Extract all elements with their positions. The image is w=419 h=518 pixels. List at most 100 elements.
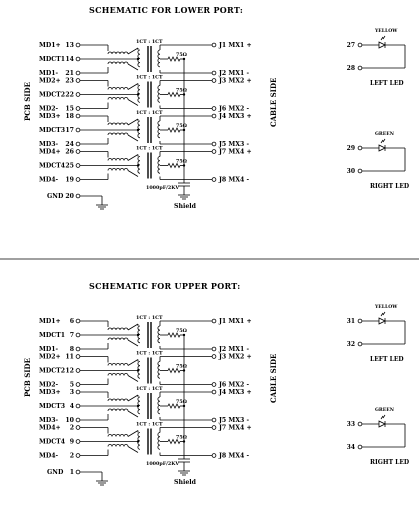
cable-pin-label: J2 MX1 - <box>218 346 249 353</box>
pin-pad <box>357 341 363 347</box>
choke-coil <box>107 87 129 90</box>
turns-ratio-label: 1CT : 1CT <box>136 351 163 357</box>
pin-pad <box>75 403 81 409</box>
left-pin-number: 13 <box>65 42 74 49</box>
cable-side-label: CABLE SIDE <box>269 354 278 403</box>
cable-pin-label: J8 MX4 - <box>218 453 249 460</box>
pin-pad <box>211 417 217 423</box>
left-pin-name: MD1+ <box>39 42 61 49</box>
resistor-value: 75Ω <box>176 328 188 334</box>
transformer-coil <box>157 325 161 344</box>
resistor <box>167 438 181 445</box>
choke-coil <box>107 168 129 171</box>
pin-pad <box>211 346 217 352</box>
transformer-coil <box>137 432 141 450</box>
led-color-label: GREEN <box>375 407 395 413</box>
choke-coil <box>107 373 129 376</box>
left-pin-name: MDCT1 <box>39 56 65 63</box>
light-emission-arrows <box>380 35 386 41</box>
pin-pad <box>211 106 217 111</box>
left-pin-number: 19 <box>65 177 74 184</box>
transformer-coil <box>157 432 161 450</box>
resistor-value: 75Ω <box>176 52 188 58</box>
pin-pad <box>357 168 363 174</box>
pin-pad <box>211 382 217 387</box>
left-pin-name: MDCT1 <box>39 332 65 339</box>
choke-coil <box>107 434 129 437</box>
choke-coil <box>107 408 129 412</box>
left-pin-name: MD2- <box>39 382 59 389</box>
choke-coil <box>107 122 129 126</box>
led-name-label: RIGHT LED <box>370 459 409 466</box>
pin-pad <box>211 141 217 147</box>
transformer-coil <box>137 396 141 415</box>
left-pin-number: 17 <box>65 127 74 134</box>
light-emission-arrows <box>380 138 386 144</box>
wire <box>127 99 139 106</box>
left-pin-name: MDCT2 <box>39 368 65 375</box>
left-pin-name: MD4+ <box>39 149 61 156</box>
left-pin-number: 21 <box>65 70 74 77</box>
pin-pad <box>357 145 363 151</box>
wire <box>127 118 139 126</box>
led-pin-number: 29 <box>347 145 355 152</box>
turns-ratio-label: 1CT : 1CT <box>136 39 163 45</box>
led-pin-number: 33 <box>347 421 355 428</box>
pin-pad <box>211 389 217 395</box>
pin-pad <box>211 354 217 359</box>
choke-coil <box>107 97 129 100</box>
wire <box>127 63 139 71</box>
left-pin-number: 3 <box>70 389 74 396</box>
left-pin-number: 5 <box>70 382 74 389</box>
cable-pin-label: J5 MX3 - <box>218 141 249 148</box>
left-pin-name: MDCT4 <box>39 439 66 446</box>
left-pin-name: MD4- <box>39 453 59 460</box>
pin-pad <box>75 141 81 147</box>
choke-coil <box>107 132 129 136</box>
wire <box>127 83 139 90</box>
transformer-coil <box>137 156 141 174</box>
pin-pad <box>75 346 81 352</box>
pin-pad <box>75 417 81 423</box>
light-emission-arrows <box>380 414 386 420</box>
transformer-coil <box>137 361 141 379</box>
resistor-value: 75Ω <box>176 364 188 370</box>
left-pin-name: MD1- <box>39 70 59 77</box>
transformer-coil <box>157 361 161 379</box>
resistor-value: 75Ω <box>176 123 188 129</box>
left-pin-number: 2 <box>70 425 74 432</box>
left-pin-number: 15 <box>65 106 74 113</box>
left-pin-number: 26 <box>65 149 74 156</box>
led-name-label: RIGHT LED <box>370 183 409 190</box>
left-pin-name: MD1- <box>39 346 59 353</box>
led-pin-number: 30 <box>347 168 355 175</box>
led-pin-number: 34 <box>347 444 355 451</box>
schematic-title: SCHEMATIC FOR LOWER PORT: <box>89 5 243 15</box>
resistor <box>167 332 181 338</box>
pin-pad <box>211 70 217 76</box>
pin-pad <box>211 425 217 430</box>
choke-coil <box>107 444 129 447</box>
pin-pad <box>75 177 81 182</box>
pin-pad <box>211 113 217 119</box>
pin-pad <box>75 425 81 430</box>
left-pin-number: 14 <box>65 56 74 63</box>
pin-pad <box>211 177 217 182</box>
left-pin-number: 18 <box>65 113 74 120</box>
wire <box>127 134 139 142</box>
pin-pad <box>211 318 217 324</box>
gnd-pin-number: 1 <box>70 469 74 476</box>
pin-pad <box>357 65 363 71</box>
resistor <box>167 56 181 62</box>
turns-ratio-label: 1CT : 1CT <box>136 75 163 81</box>
diode-symbol <box>378 317 386 325</box>
gnd-pin-number: 20 <box>65 193 74 200</box>
pin-pad <box>75 453 81 458</box>
pin-pad <box>357 421 363 427</box>
transformer-coil <box>157 120 161 139</box>
left-pin-number: 23 <box>65 78 74 85</box>
cable-pin-label: J1 MX1 + <box>218 318 252 325</box>
pin-pad <box>211 42 217 48</box>
